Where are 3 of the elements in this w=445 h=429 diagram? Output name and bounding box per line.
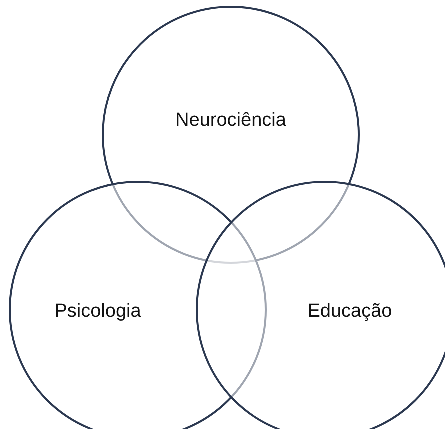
circle-label: Educação (308, 301, 392, 323)
circle-label: Neurociência (176, 110, 286, 132)
circle-label: Psicologia (54, 301, 142, 323)
